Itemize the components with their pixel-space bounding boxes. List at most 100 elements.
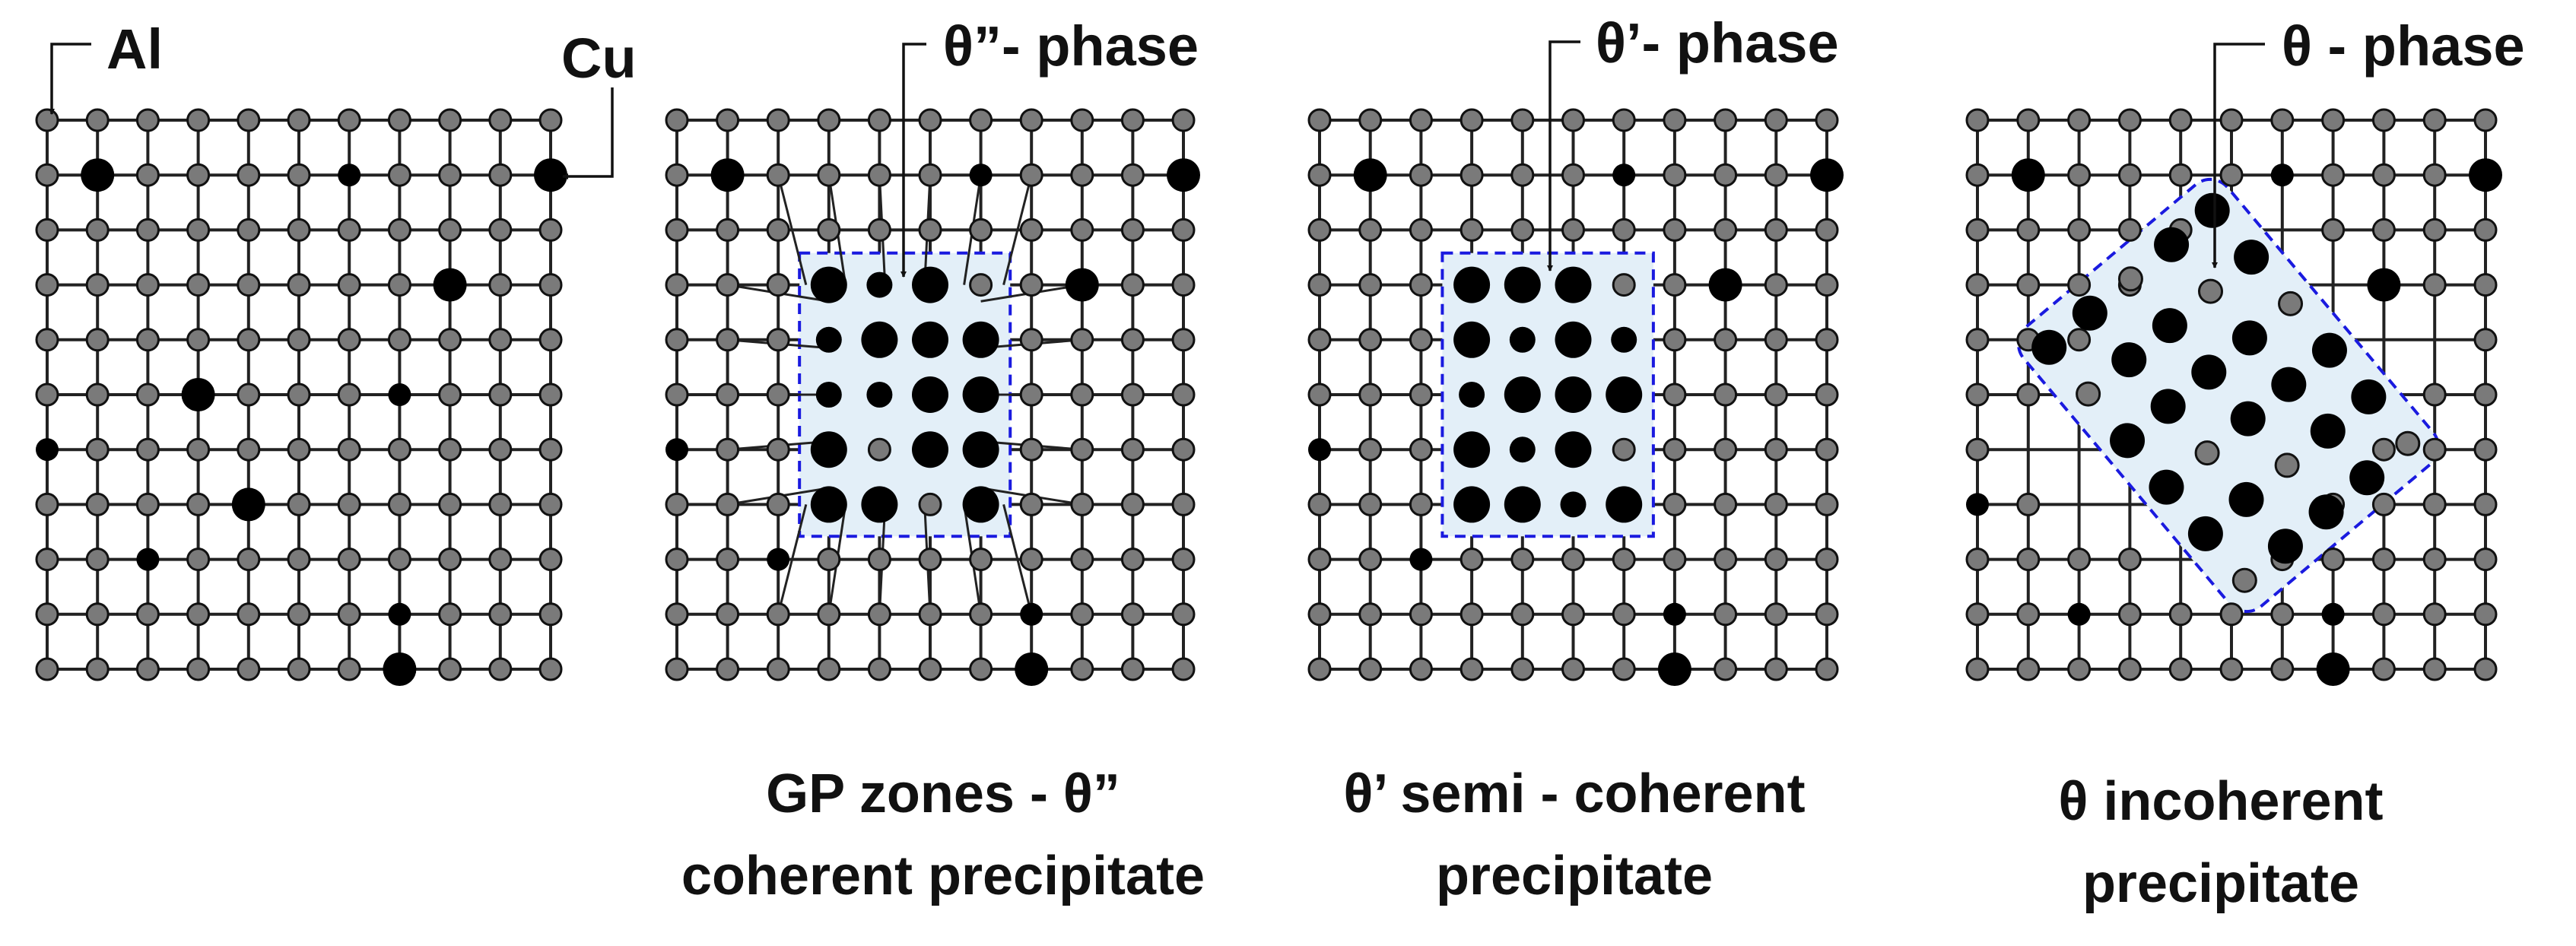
cu-atom: [534, 158, 567, 192]
cu-atom: [2154, 227, 2190, 262]
al-atom: [2473, 217, 2498, 242]
al-atom: [1663, 437, 1687, 462]
al-atom: [2231, 567, 2257, 593]
al-atom: [135, 328, 160, 352]
al-atom: [1120, 108, 1145, 132]
al-atom: [766, 602, 790, 627]
al-atom: [1714, 108, 1738, 132]
al-atom: [135, 437, 160, 462]
al-atom: [2422, 217, 2447, 242]
al-atom: [817, 163, 841, 187]
al-atom: [186, 437, 211, 462]
cu-atom: [2234, 240, 2269, 275]
cu-atom: [810, 431, 847, 468]
al-atom: [538, 217, 563, 242]
cu-atom: [1504, 376, 1541, 413]
al-atom: [1612, 657, 1636, 681]
al-atom: [1714, 437, 1738, 462]
al-atom: [665, 163, 689, 187]
al-atom: [1764, 548, 1788, 572]
cu-atom: [1708, 268, 1742, 302]
cu-atom: [1504, 266, 1541, 303]
al-atom: [538, 108, 563, 132]
al-atom: [438, 548, 462, 572]
al-atom: [35, 273, 59, 297]
al-atom: [387, 163, 411, 187]
cu-atom: [1966, 493, 1989, 516]
al-atom: [2422, 273, 2447, 297]
al-atom: [2168, 657, 2193, 681]
cu-atom: [1015, 652, 1049, 686]
cu-atom: [1555, 376, 1592, 413]
al-atom: [135, 217, 160, 242]
cu-atom: [2469, 158, 2502, 192]
cu-atom: [969, 163, 993, 187]
al-atom: [1764, 492, 1788, 516]
al-atom: [1612, 602, 1636, 627]
al-atom: [1307, 273, 1332, 297]
al-atom: [1409, 437, 1433, 462]
al-atom: [1965, 657, 1990, 681]
al-atom: [1965, 108, 1990, 132]
al-atom: [1019, 163, 1043, 187]
caption-semi-line-1: θ’ semi - coherent: [1343, 763, 1806, 824]
al-atom: [1663, 548, 1687, 572]
cu-atom: [866, 271, 893, 298]
cu-atom: [1810, 158, 1844, 192]
al-atom: [337, 217, 361, 242]
al-atom: [488, 328, 513, 352]
al-atom: [287, 328, 311, 352]
cu-atom: [1308, 438, 1331, 462]
cu-atom: [1453, 266, 1491, 303]
caption-gp-zones: GP zones - θ” coherent precipitate: [624, 753, 1263, 917]
al-atom: [867, 437, 891, 462]
al-atom: [1171, 437, 1196, 462]
al-atom: [538, 492, 563, 516]
al-atom: [2117, 602, 2142, 627]
al-atom: [1120, 383, 1145, 407]
al-atom: [1120, 217, 1145, 242]
al-atom: [2117, 163, 2142, 187]
al-atom: [969, 548, 993, 572]
al-atom: [716, 657, 740, 681]
al-atom: [1409, 328, 1433, 352]
al-atom: [387, 108, 411, 132]
al-atom: [1358, 602, 1383, 627]
al-atom: [1815, 548, 1839, 572]
al-atom: [1510, 602, 1535, 627]
cu-atom: [383, 652, 417, 686]
al-atom: [438, 328, 462, 352]
al-atom: [2274, 452, 2300, 478]
cu-atom: [1409, 548, 1433, 571]
al-atom: [1561, 548, 1585, 572]
al-atom: [1764, 602, 1788, 627]
al-atom: [716, 108, 740, 132]
strain-line: [1002, 174, 1033, 285]
al-atom: [918, 602, 942, 627]
arrow-cu: [562, 87, 614, 179]
label-theta-phase: θ - phase: [2282, 14, 2525, 78]
al-atom: [665, 273, 689, 297]
cu-atom: [1453, 431, 1491, 468]
al-atom: [2016, 273, 2041, 297]
al-atom: [867, 657, 891, 681]
al-atom: [1612, 548, 1636, 572]
al-atom: [488, 217, 513, 242]
al-atom: [1019, 273, 1043, 297]
cu-atom: [962, 486, 999, 523]
al-atom: [716, 217, 740, 242]
al-atom: [1510, 548, 1535, 572]
pointer-arrows: [49, 40, 2265, 278]
al-atom: [337, 548, 361, 572]
al-atom: [1120, 492, 1145, 516]
al-atom: [135, 273, 160, 297]
cu-atom: [2228, 481, 2264, 517]
al-atom: [438, 383, 462, 407]
al-atom: [488, 548, 513, 572]
al-atom: [1358, 657, 1383, 681]
al-atom: [186, 328, 211, 352]
al-atom: [1358, 217, 1383, 242]
al-atom: [1307, 163, 1332, 187]
al-atom: [237, 602, 261, 627]
al-atom: [867, 163, 891, 187]
